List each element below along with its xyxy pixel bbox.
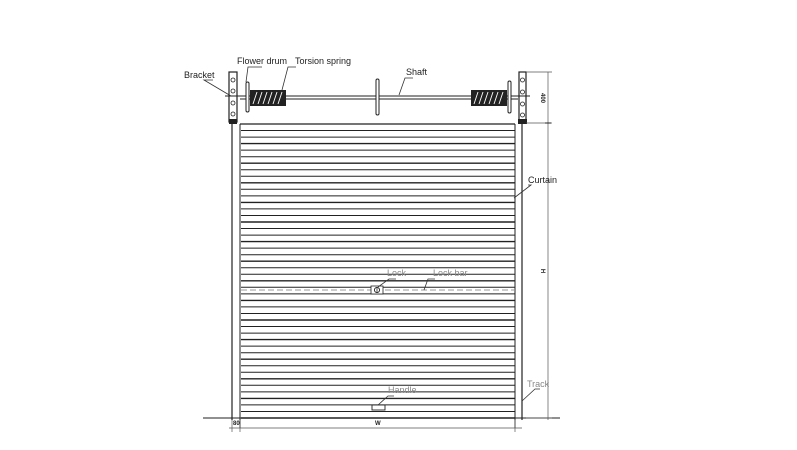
flower-drum-left — [245, 81, 250, 113]
flower-drum-center — [375, 78, 380, 116]
left-track — [231, 124, 241, 428]
lock — [370, 285, 384, 295]
right-bracket — [518, 71, 527, 124]
label-shaft: Shaft — [406, 67, 428, 77]
right-track — [514, 124, 523, 428]
label-lock-bar: Lock bar — [433, 268, 468, 278]
handle — [371, 404, 386, 411]
dimension-lines-bottom — [229, 420, 522, 432]
label-bracket: Bracket — [184, 70, 215, 80]
left-bracket — [228, 71, 238, 124]
label-flower-drum: Flower drum — [237, 56, 288, 66]
torsion-spring-right — [471, 90, 507, 106]
label-handle: Handle — [388, 385, 417, 395]
label-lock: Lock — [387, 268, 407, 278]
label-torsion-spring: Torsion spring — [295, 56, 352, 66]
dimension-width: W — [375, 421, 381, 427]
label-track: Track — [527, 379, 550, 389]
dimension-lines-right — [526, 71, 552, 420]
leader-lines — [202, 66, 540, 406]
flower-drum-right — [507, 80, 512, 114]
label-curtain: Curtain — [528, 175, 558, 185]
curtain-slats — [240, 123, 515, 419]
dimension-track-width: 80 — [233, 421, 240, 427]
torsion-spring-left — [250, 90, 286, 106]
dimension-top-box: 400 — [539, 92, 546, 104]
dimension-height: H — [539, 268, 546, 274]
